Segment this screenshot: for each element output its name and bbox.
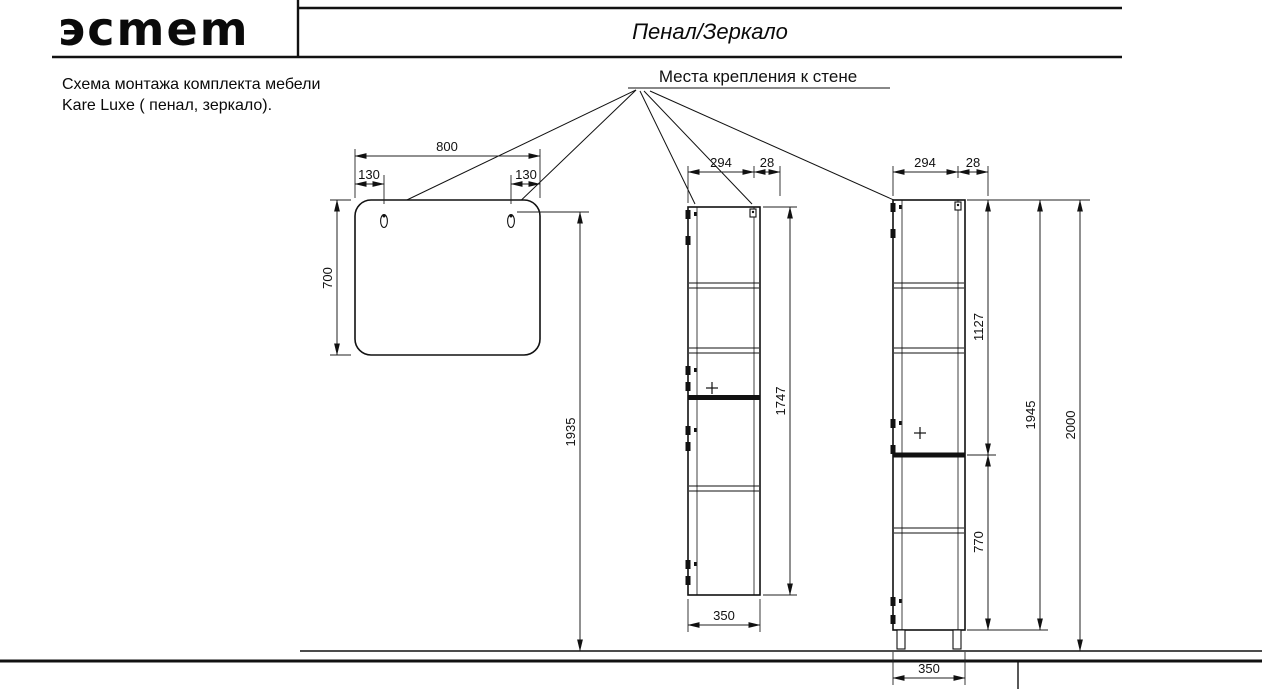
wall-bracket-icon (954, 201, 962, 211)
cross-mark-icon (914, 427, 926, 439)
mirror-view: 800 130 130 700 1935 (320, 139, 589, 652)
note-line-2: Kare Luxe ( пенал, зеркало). (62, 97, 273, 114)
shelf-lines (689, 282, 759, 492)
wall-bracket-icon (380, 213, 388, 229)
cabinet-standing-view: 294 28 1127 770 1945 2000 350 (890, 155, 1090, 685)
cabinet-outline (892, 199, 966, 631)
cabinet-outline (687, 206, 761, 596)
dim-cab2-upper: 1127 (971, 313, 986, 341)
cabinet-side-view: 294 28 1747 350 (685, 155, 797, 632)
dim-cab1-depth: 294 (710, 155, 732, 170)
dim-cab2-width: 350 (918, 661, 940, 676)
hinge-marks (685, 210, 697, 585)
brand-logo: эсmem (58, 2, 250, 56)
dim-mirror-mount-height: 1935 (563, 418, 578, 447)
dim-mirror-height: 700 (320, 267, 335, 289)
wall-fixing-label: Места крепления к стене (659, 67, 857, 86)
cross-mark-icon (706, 382, 718, 394)
hinge-marks (890, 203, 902, 624)
dim-cab2-total: 2000 (1063, 411, 1078, 440)
mounting-note: Схема монтажа комплекта мебели Kare Luxe… (62, 74, 320, 116)
wall-bracket-icon (749, 208, 757, 218)
dim-mirror-offset-right: 130 (515, 167, 537, 182)
dim-cab2-lower: 770 (971, 531, 986, 553)
cabinet-legs (896, 629, 962, 650)
dim-mirror-width: 800 (436, 139, 458, 154)
sheet-title: Пенал/Зеркало (632, 19, 788, 44)
dim-mirror-offset-left: 130 (358, 167, 380, 182)
dim-cab2-depth: 294 (914, 155, 936, 170)
dim-cab1-height: 1747 (773, 387, 788, 416)
wall-fixing-callout: Места крепления к стене (385, 67, 897, 211)
dim-cab2-body: 1945 (1023, 401, 1038, 430)
dim-cab1-width: 350 (713, 608, 735, 623)
mirror-outline (354, 199, 541, 356)
wall-bracket-icon (507, 213, 515, 229)
shelf-lines (894, 282, 964, 534)
note-line-1: Схема монтажа комплекта мебели (62, 76, 321, 93)
dim-cab1-door: 28 (760, 155, 774, 170)
callout-leader-lines (385, 89, 897, 211)
dim-cab2-door: 28 (966, 155, 980, 170)
